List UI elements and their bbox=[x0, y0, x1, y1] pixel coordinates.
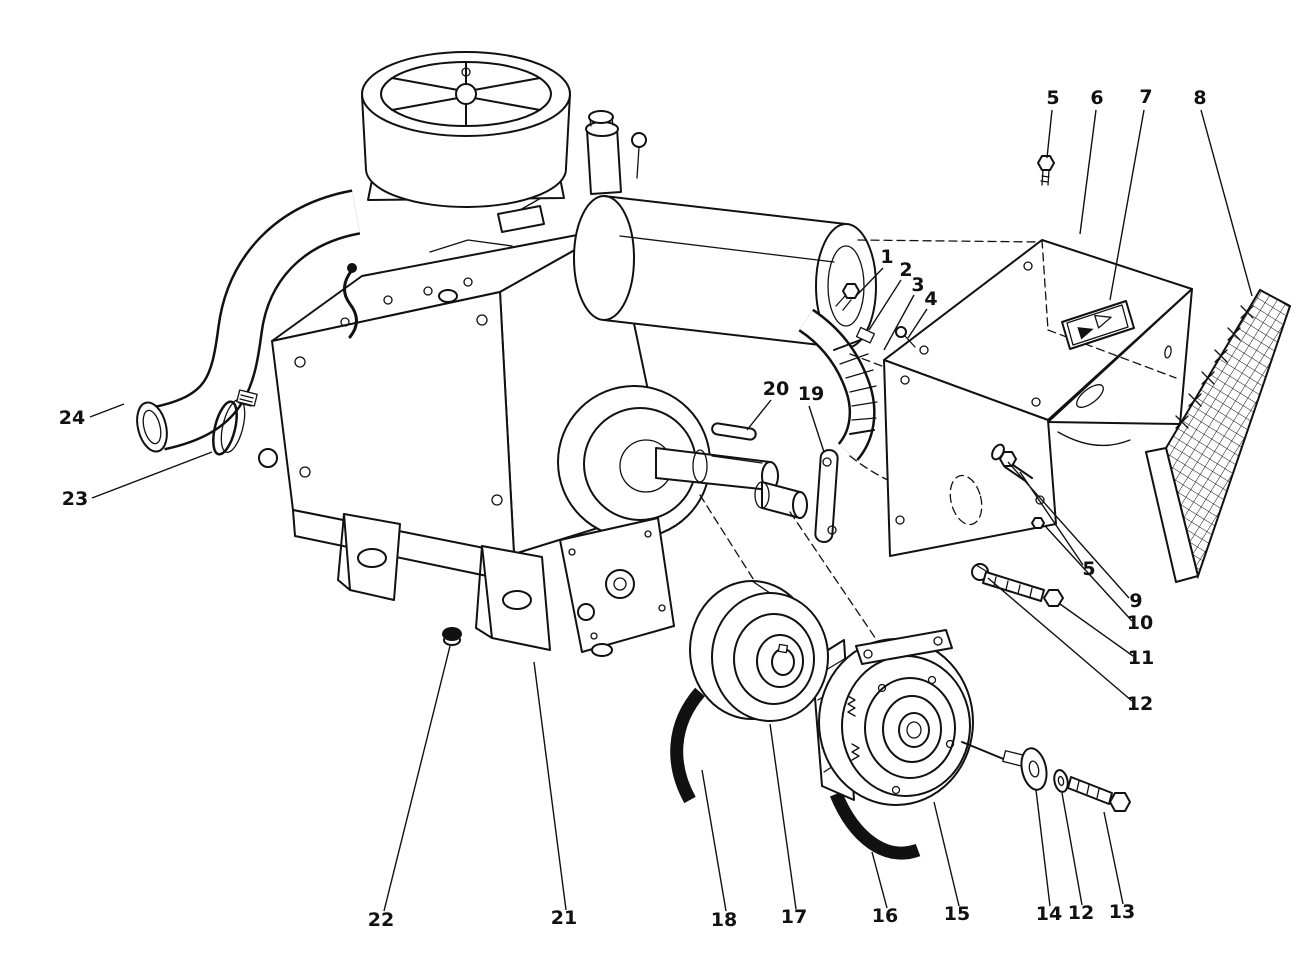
callout-4: 4 bbox=[924, 288, 937, 310]
leader-line bbox=[1079, 109, 1097, 235]
callout-15: 15 bbox=[944, 903, 970, 925]
callout-16: 16 bbox=[872, 905, 898, 927]
leader-line bbox=[883, 294, 915, 351]
leader-line bbox=[868, 279, 902, 331]
exhaust-hose bbox=[136, 189, 361, 453]
leader-line bbox=[89, 403, 125, 418]
leader-line bbox=[1109, 109, 1145, 301]
callout-10: 10 bbox=[1127, 612, 1153, 634]
leader-line bbox=[701, 769, 727, 912]
engine-block bbox=[258, 188, 673, 583]
leader-line bbox=[533, 661, 567, 911]
callout-24: 24 bbox=[59, 407, 85, 429]
screen bbox=[1145, 288, 1292, 583]
leader-line bbox=[987, 577, 1133, 702]
heat-shield bbox=[849, 239, 1193, 557]
belt-segment-front bbox=[670, 687, 706, 804]
leader-lines bbox=[89, 109, 1253, 912]
callout-14: 14 bbox=[1036, 903, 1062, 925]
oil-fill-tube bbox=[585, 110, 647, 195]
leader-line bbox=[856, 267, 884, 296]
pulley bbox=[689, 580, 829, 722]
clutch bbox=[811, 629, 1032, 806]
leader-line bbox=[1061, 792, 1083, 906]
leader-line bbox=[1103, 811, 1124, 905]
callout-9: 9 bbox=[1129, 590, 1142, 612]
spacer-bushing bbox=[754, 481, 808, 519]
callout-2: 2 bbox=[899, 259, 912, 281]
callout-21: 21 bbox=[551, 907, 577, 929]
callout-20: 20 bbox=[763, 378, 789, 400]
callout-7: 7 bbox=[1139, 86, 1152, 108]
callout-6: 6 bbox=[1090, 87, 1103, 109]
callout-19: 19 bbox=[798, 383, 824, 405]
leader-line bbox=[871, 851, 888, 909]
callout-labels: 5 6 7 8 1 2 3 4 24 23 20 19 5 9 10 11 12… bbox=[59, 86, 1207, 931]
gearbox-housing bbox=[559, 517, 675, 657]
hose-clamp bbox=[212, 389, 258, 456]
leader-line bbox=[769, 723, 797, 910]
leader-line bbox=[746, 399, 772, 431]
leader-line bbox=[1045, 526, 1133, 622]
callout-13: 13 bbox=[1109, 901, 1135, 923]
callout-8: 8 bbox=[1193, 87, 1206, 109]
leader-line bbox=[1059, 603, 1134, 657]
leader-line bbox=[1046, 109, 1053, 159]
leader-line bbox=[383, 645, 451, 912]
leader-line bbox=[1200, 109, 1253, 297]
leader-line bbox=[808, 405, 825, 453]
air-cleaner bbox=[361, 51, 571, 208]
callout-5-shield: 5 bbox=[1082, 558, 1095, 580]
callout-5-top: 5 bbox=[1046, 87, 1059, 109]
callout-11: 11 bbox=[1128, 647, 1154, 669]
callout-12-washer: 12 bbox=[1068, 902, 1094, 924]
callout-23: 23 bbox=[62, 488, 88, 510]
callout-17: 17 bbox=[781, 906, 807, 928]
callout-3: 3 bbox=[911, 274, 924, 296]
mounting-feet bbox=[337, 513, 551, 651]
belt-segment-lower bbox=[829, 791, 921, 860]
hardware bbox=[442, 155, 1131, 812]
leader-line bbox=[91, 451, 213, 499]
callout-12-shield: 12 bbox=[1127, 693, 1153, 715]
airflow-arrow-icon bbox=[1077, 314, 1112, 340]
assembly-axis bbox=[699, 494, 881, 646]
muffler bbox=[573, 195, 877, 349]
flywheel-housing bbox=[557, 385, 711, 539]
callout-22: 22 bbox=[368, 909, 394, 931]
idler-bracket bbox=[814, 449, 839, 543]
callout-18: 18 bbox=[711, 909, 737, 931]
leader-line bbox=[1035, 789, 1051, 907]
leader-line bbox=[1007, 461, 1130, 599]
leader-line bbox=[907, 308, 928, 339]
shaft-key bbox=[711, 422, 757, 441]
leader-line bbox=[933, 801, 960, 907]
callout-1: 1 bbox=[880, 246, 893, 268]
